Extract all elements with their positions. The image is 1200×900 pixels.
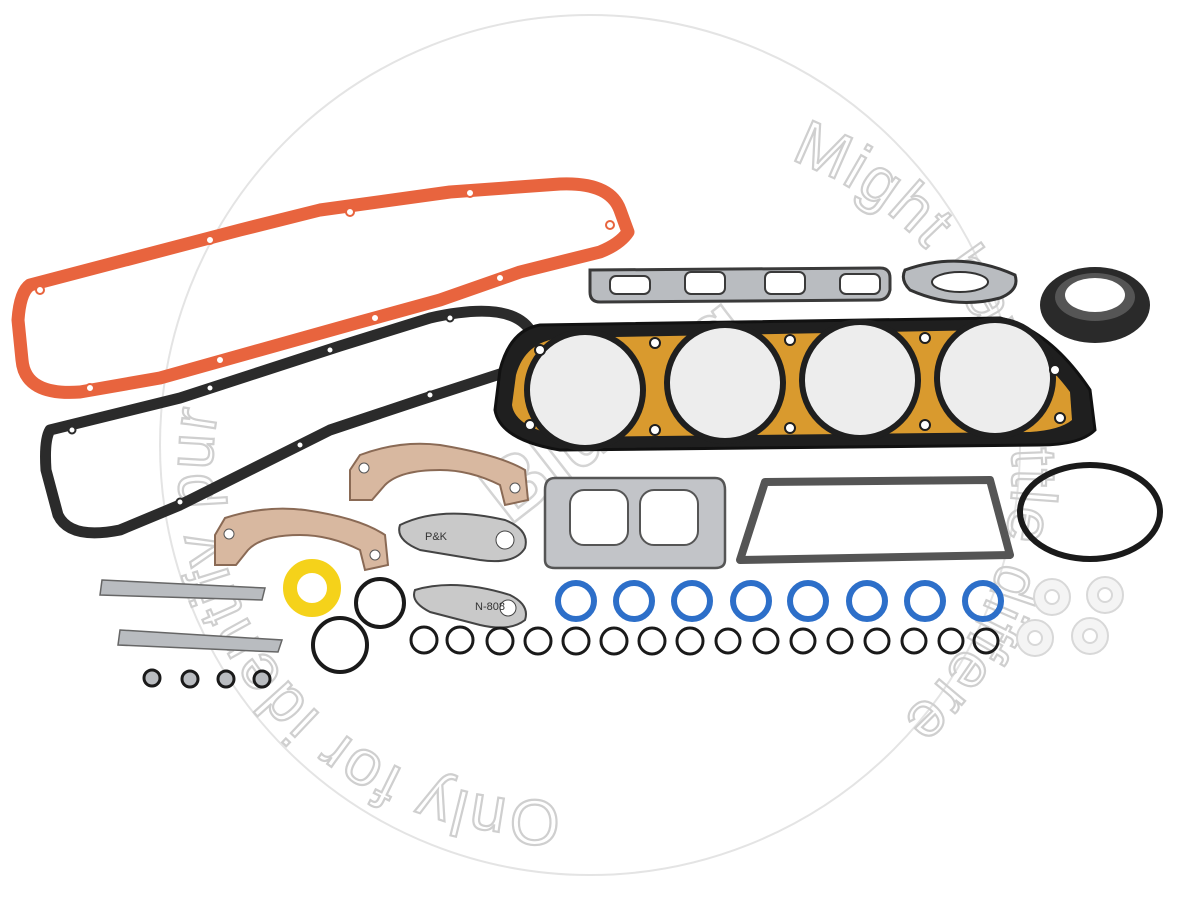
small-o-ring	[789, 627, 817, 655]
small-o-ring	[637, 626, 667, 656]
blue-o-ring	[555, 580, 597, 622]
small-o-ring	[863, 627, 891, 655]
small-o-ring	[485, 626, 515, 656]
blue-o-ring	[787, 580, 829, 622]
blue-o-ring	[962, 580, 1004, 622]
small-o-ring	[599, 626, 629, 656]
blue-o-ring	[846, 580, 888, 622]
small-o-ring	[826, 627, 854, 655]
small-o-ring	[445, 625, 475, 655]
svg-text:P&K: P&K	[425, 531, 448, 543]
flat-metal-strips	[99, 579, 284, 653]
small-paper-gasket-top: P&K	[398, 512, 527, 563]
yellow-seal	[283, 559, 341, 617]
metal-bracket-lower	[214, 507, 390, 572]
cylinder-head-gasket	[493, 316, 1097, 452]
small-o-ring	[900, 627, 928, 655]
small-o-ring	[972, 627, 1000, 655]
black-o-ring	[311, 616, 369, 674]
metal-bracket-upper	[349, 442, 530, 507]
flange-gasket	[901, 259, 1018, 304]
rectangular-cover-gasket	[736, 476, 1014, 564]
manifold-gasket	[588, 266, 892, 304]
small-o-ring	[714, 627, 742, 655]
small-o-ring	[561, 626, 591, 656]
blue-o-ring	[904, 580, 946, 622]
svg-text:N-808: N-808	[475, 601, 505, 613]
crankshaft-oil-seal	[1040, 267, 1150, 343]
twin-port-exhaust-gasket	[543, 476, 727, 570]
bonded-washers	[142, 668, 272, 689]
small-o-ring	[937, 627, 965, 655]
blue-o-ring	[730, 580, 772, 622]
large-o-ring	[1017, 462, 1163, 562]
small-paper-gasket-bottom: N-808	[413, 584, 527, 629]
small-o-ring	[409, 625, 439, 655]
small-o-ring	[752, 627, 780, 655]
blue-o-ring	[671, 580, 713, 622]
blue-o-ring	[613, 580, 655, 622]
small-o-ring	[675, 626, 705, 656]
small-o-ring	[523, 626, 553, 656]
black-o-ring	[354, 577, 406, 629]
watermark-bottom-text: Only for identify purposes.	[0, 0, 560, 859]
orange-valve-cover-gasket	[11, 177, 635, 399]
black-small-o-ring-row	[409, 625, 1000, 656]
fiber-washers	[1016, 576, 1124, 657]
blue-o-ring-row	[555, 580, 1004, 622]
